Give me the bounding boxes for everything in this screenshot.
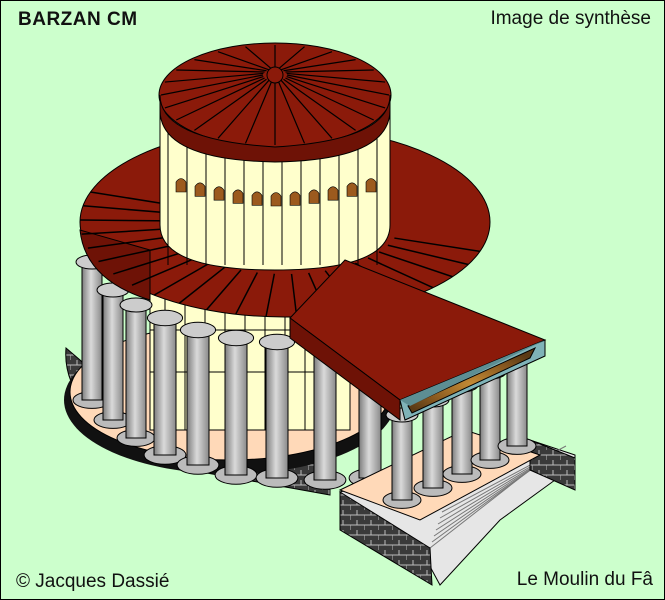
- window-1: [175, 178, 187, 193]
- column-2: [93, 282, 133, 429]
- window-5: [251, 191, 263, 206]
- window-10: [346, 182, 358, 197]
- window-11: [365, 178, 377, 193]
- window-3: [213, 186, 225, 201]
- subtitle: Image de synthèse: [490, 8, 651, 29]
- column-4: [143, 309, 187, 465]
- title: BARZAN CM: [18, 9, 138, 30]
- pediment: [407, 346, 537, 414]
- window-6: [270, 192, 282, 207]
- column-7: [255, 333, 299, 488]
- window-2: [194, 182, 206, 197]
- window-4: [232, 189, 244, 204]
- portico: [289, 259, 576, 586]
- peristyle-columns: [72, 254, 392, 490]
- window-8: [308, 189, 320, 204]
- column-5: [176, 321, 220, 475]
- upper-roof: [158, 42, 392, 163]
- column-3: [116, 297, 156, 447]
- site-name: Le Moulin du Fâ: [516, 569, 653, 590]
- window-9: [327, 186, 339, 201]
- column-6: [214, 329, 258, 485]
- window-7: [289, 191, 301, 206]
- copyright: © Jacques Dassié: [16, 571, 170, 592]
